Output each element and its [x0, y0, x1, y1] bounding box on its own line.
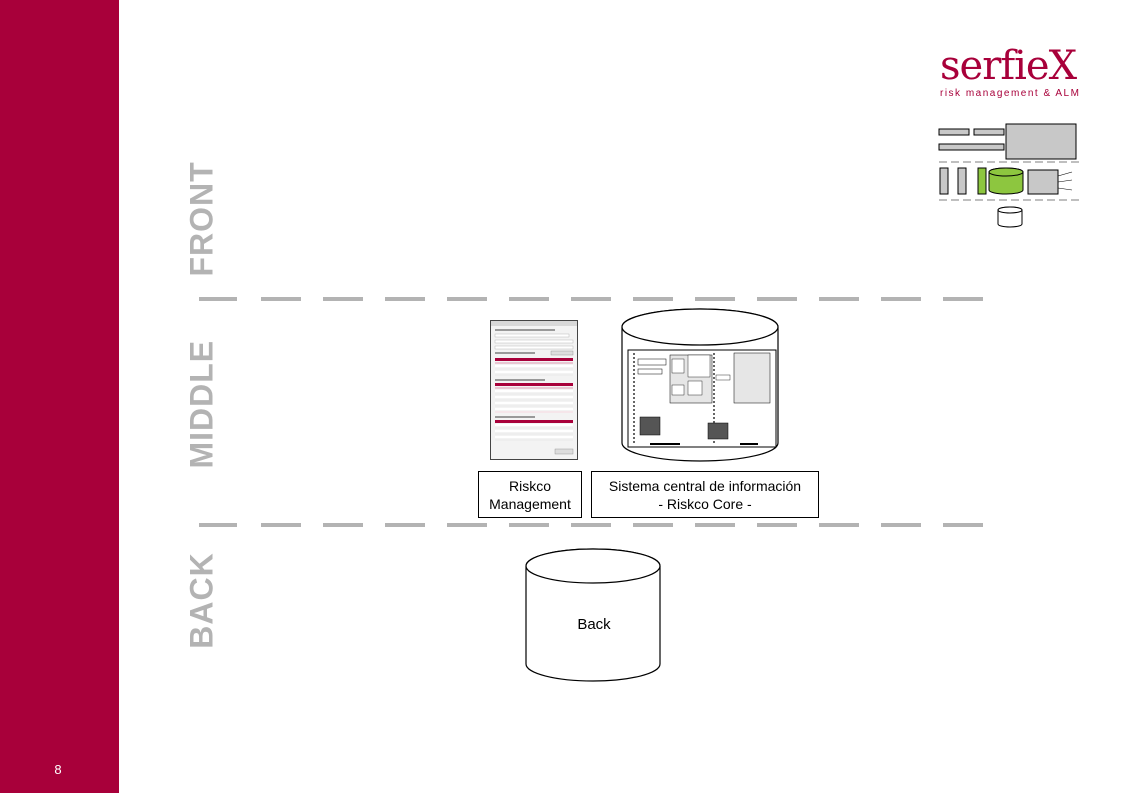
riskco-management-screenshot: [490, 320, 578, 460]
riskco-management-line2: Management: [489, 495, 571, 512]
riskco-management-line1: Riskco: [508, 477, 551, 494]
back-database-icon: [525, 548, 661, 682]
central-system-line2: - Riskco Core -: [658, 495, 752, 512]
separator-front-middle: [199, 297, 989, 301]
separator-middle-back: [199, 523, 989, 527]
riskco-management-label: Riskco Management: [478, 471, 582, 518]
page-number: 8: [54, 762, 62, 777]
architecture-thumbnail-icon: [938, 123, 1081, 228]
central-system-label: Sistema central de información - Riskco …: [591, 471, 819, 518]
brand-logo: serfieX: [940, 43, 1077, 89]
central-system-line1: Sistema central de información: [608, 477, 802, 494]
back-database-label: Back: [577, 616, 611, 633]
layer-label-middle: MIDDLE: [183, 339, 220, 469]
central-system-database-icon: [621, 308, 779, 462]
brand-tagline: risk management & ALM: [940, 88, 1081, 99]
sidebar-band: [0, 0, 119, 793]
layer-label-back: BACK: [183, 552, 220, 649]
layer-label-front: FRONT: [183, 161, 220, 277]
